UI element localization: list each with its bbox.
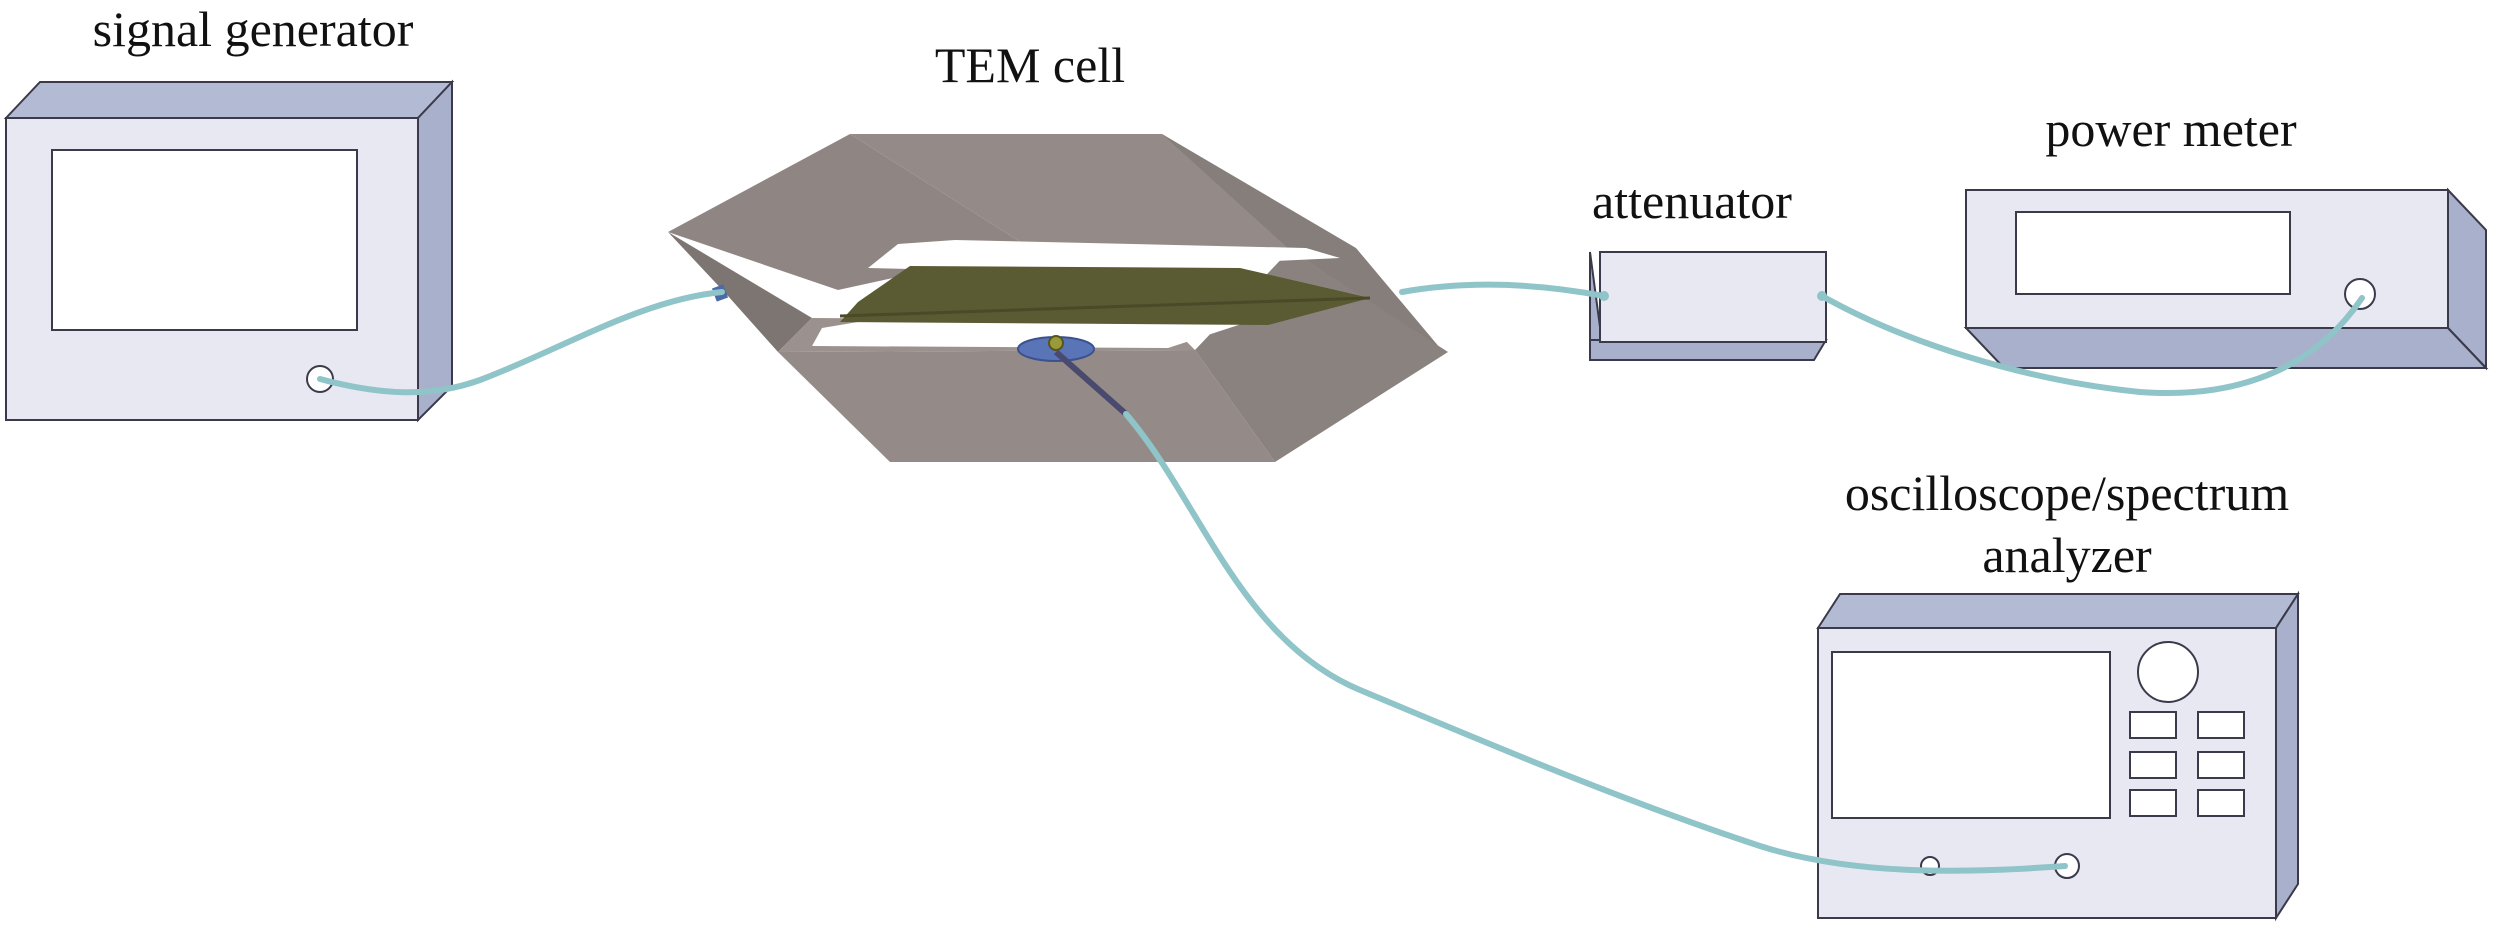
oscilloscope-button-grid bbox=[2129, 711, 2245, 817]
signal-generator bbox=[3, 79, 455, 423]
tem-cell-lower-opening bbox=[812, 318, 1260, 348]
cable-signal-generator-to-tem-cell bbox=[317, 289, 725, 396]
power-meter bbox=[1963, 187, 2489, 371]
oscilloscope-side bbox=[2275, 590, 2299, 922]
signal-generator-side bbox=[417, 79, 453, 423]
oscilloscope-knob bbox=[2137, 641, 2199, 703]
label-power-meter: power meter bbox=[2045, 101, 2297, 157]
label-signal-generator: signal generator bbox=[93, 1, 414, 57]
label-attenuator: attenuator bbox=[1592, 173, 1792, 229]
label-oscilloscope-line2: analyzer bbox=[1982, 527, 2152, 583]
tem-cell-port-pin bbox=[1048, 335, 1064, 351]
label-tem-cell: TEM cell bbox=[935, 37, 1125, 93]
oscilloscope-button bbox=[2129, 711, 2177, 739]
tem-cell-top-center-wall bbox=[850, 134, 1355, 256]
tem-cell-probe-rod bbox=[1054, 349, 1128, 417]
oscilloscope-spectrum-analyzer bbox=[1816, 590, 2300, 922]
tem-cell-left-end bbox=[668, 232, 812, 352]
oscilloscope-top bbox=[1816, 593, 2300, 629]
signal-generator-top bbox=[3, 81, 455, 119]
cable-tem-cell-to-oscilloscope bbox=[1123, 411, 2068, 874]
cables bbox=[317, 281, 2365, 874]
signal-generator-screen bbox=[51, 149, 358, 331]
tem-cell bbox=[668, 134, 1448, 462]
cable-tem-cell-to-attenuator bbox=[1399, 281, 1607, 299]
tem-cell-upper-opening bbox=[868, 240, 1340, 272]
attenuator-front bbox=[1599, 251, 1827, 343]
power-meter-bottom bbox=[1963, 327, 2489, 369]
oscilloscope-button bbox=[2197, 711, 2245, 739]
tem-cell-septum-edge bbox=[839, 296, 1371, 318]
oscilloscope-screen bbox=[1831, 651, 2111, 819]
cable-attenuator-to-power-meter bbox=[1819, 293, 2365, 396]
oscilloscope-button bbox=[2197, 751, 2245, 779]
oscilloscope-button bbox=[2129, 789, 2177, 817]
oscilloscope-button bbox=[2197, 789, 2245, 817]
attenuator bbox=[1589, 251, 1828, 361]
power-meter-display bbox=[2015, 211, 2291, 295]
label-oscilloscope-line1: oscilloscope/spectrum bbox=[1845, 465, 2289, 521]
power-meter-input-port bbox=[2344, 278, 2376, 310]
tem-cell-bottom-wall bbox=[778, 350, 1275, 462]
tem-cell-top-right-wall bbox=[1162, 134, 1440, 348]
oscilloscope-button bbox=[2129, 751, 2177, 779]
